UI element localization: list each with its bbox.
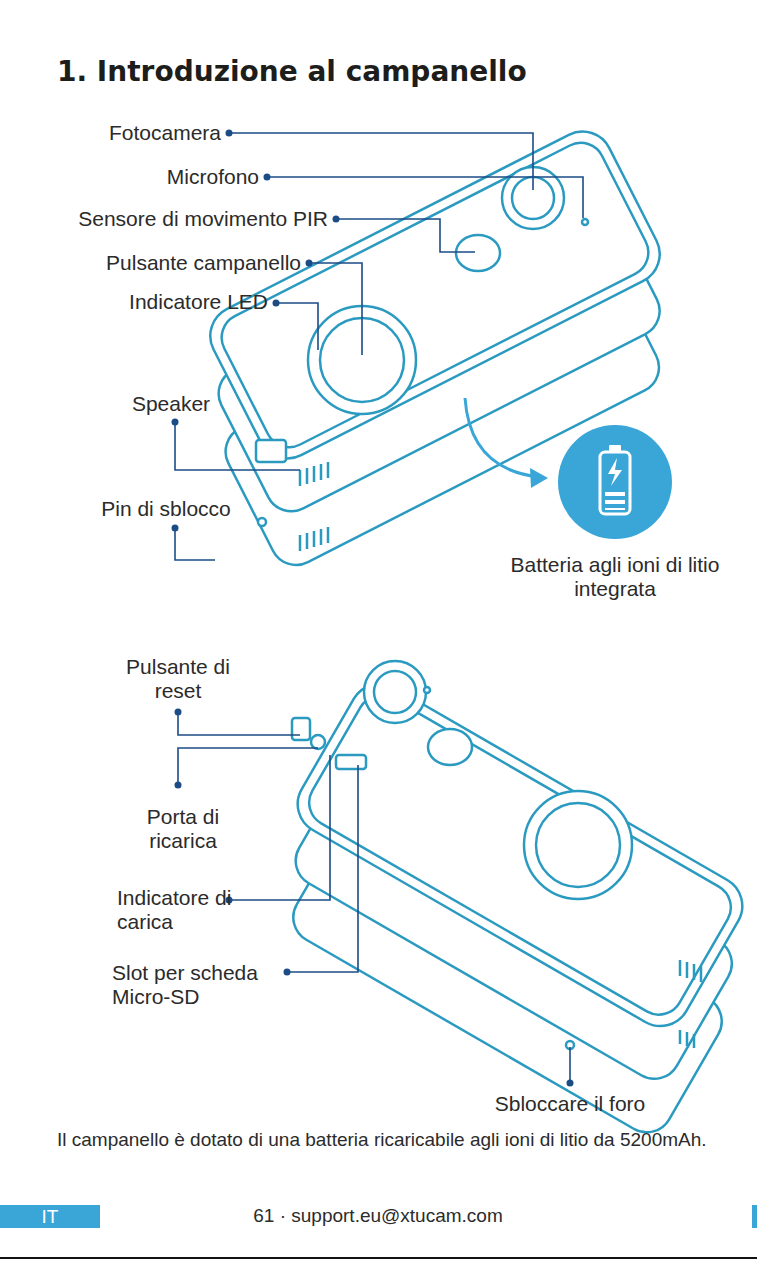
part-label: Fotocamera (21, 121, 221, 145)
top-doorbell (200, 121, 670, 574)
part-label: Sbloccare il foro (445, 1092, 695, 1116)
part-label: Pin di sblocco (66, 497, 266, 521)
tab-text: IT (42, 1206, 59, 1227)
part-label: Microfono (59, 165, 259, 189)
footer-text: 61 · support.eu@xtucam.com (168, 1204, 588, 1228)
part-label: Speaker (101, 392, 241, 416)
page-edge (0, 1257, 757, 1259)
part-label: Slot per scheda Micro-SD (112, 961, 287, 1009)
part-label: Pulsante di reset (123, 655, 233, 703)
footer-bar (752, 1205, 757, 1228)
page-title: 1. Introduzione al campanello (57, 55, 527, 88)
part-label: Indicatore LED (68, 290, 268, 314)
arrow (465, 398, 540, 477)
leader-lines (175, 133, 583, 1083)
battery-icon (558, 425, 672, 539)
language-tab: IT (0, 1205, 100, 1228)
part-label: Batteria agli ioni di litio integrata (508, 553, 723, 601)
caption-text: Il campanello è dotato di una batteria r… (57, 1128, 722, 1152)
part-label: Porta di ricarica (128, 805, 238, 853)
part-label: Sensore di movimento PIR (28, 207, 328, 231)
arrow-head (530, 468, 548, 488)
bottom-doorbell (284, 661, 753, 1142)
part-label: Pulsante campanello (41, 251, 301, 275)
part-label: Indicatore di carica (117, 886, 237, 934)
